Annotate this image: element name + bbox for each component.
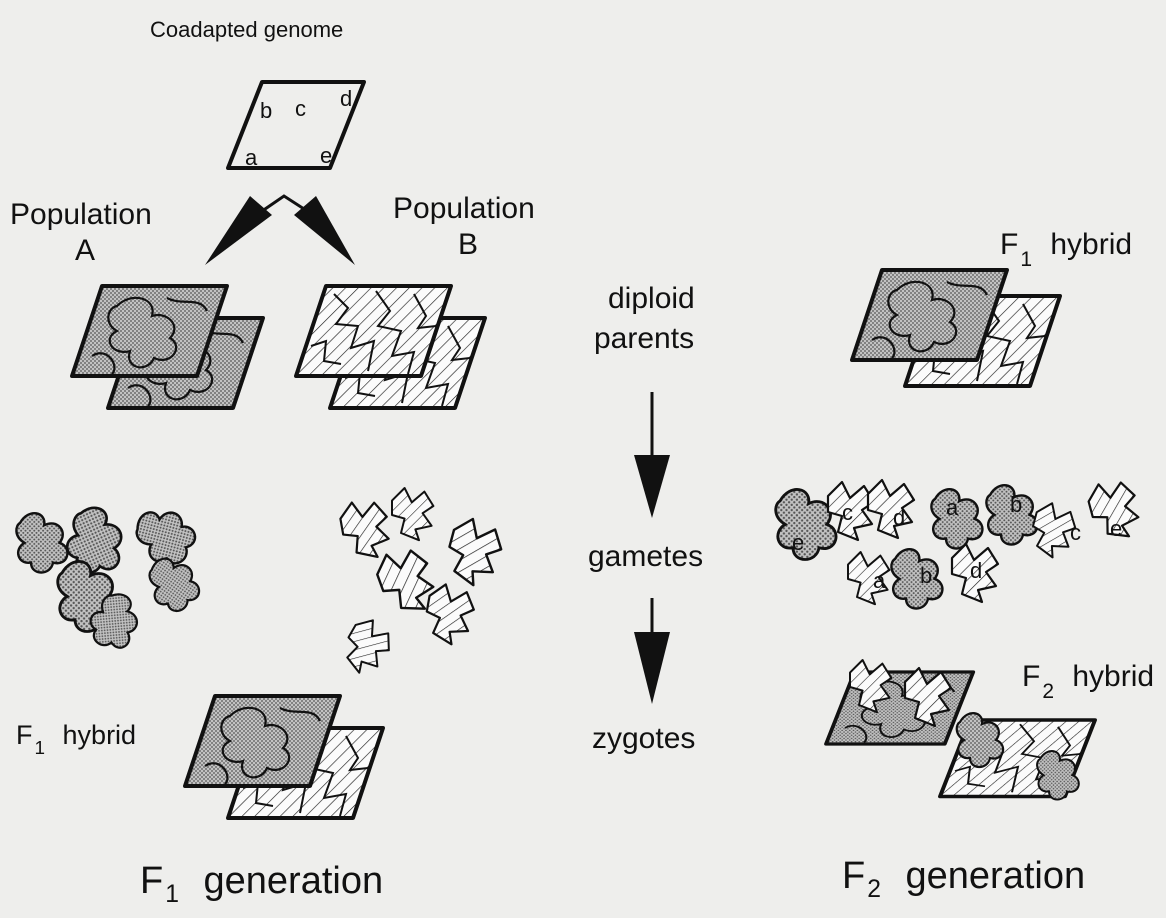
gamete-locus-b-1: b — [1010, 492, 1022, 518]
zygotes-label: zygotes — [592, 722, 695, 756]
f1-hybrid-genome-right — [852, 270, 1060, 386]
f1-hybrid-genome-left — [185, 696, 383, 818]
diploid-parents-line1: diploid — [608, 282, 695, 316]
coadapted-genome-title: Coadapted genome — [150, 17, 343, 43]
arrow-to-population-a — [205, 196, 272, 265]
gamete-locus-d-2: d — [970, 558, 982, 584]
recombinant-gametes — [776, 476, 1145, 608]
arrow-head-to-zygotes — [634, 632, 670, 704]
locus-d: d — [340, 86, 352, 112]
f2-hybrid-genome-2 — [940, 713, 1095, 799]
population-b-gametes — [336, 488, 507, 680]
gamete-locus-c-1: c — [842, 500, 853, 526]
gamete-locus-b-2: b — [920, 563, 932, 589]
gamete-locus-a-1: a — [946, 495, 958, 521]
locus-e: e — [320, 143, 332, 169]
population-a-label-line2: A — [75, 234, 95, 268]
gamete-locus-c-2: c — [1070, 520, 1081, 546]
gamete-locus-a-2: a — [873, 568, 885, 594]
locus-a: a — [245, 145, 257, 171]
population-a-gametes — [16, 497, 203, 657]
f2-hybrid-label: F2 hybrid — [1022, 660, 1154, 694]
f1-generation-label: F1 generation — [140, 860, 383, 903]
locus-c: c — [295, 96, 306, 122]
locus-b: b — [260, 98, 272, 124]
gamete-locus-e-1: e — [1110, 516, 1122, 542]
arrow-to-population-b — [294, 196, 355, 265]
f2-generation-label: F2 generation — [842, 855, 1085, 898]
population-b-label-line1: Population — [393, 192, 535, 226]
arrow-head-to-gametes — [634, 455, 670, 518]
population-b-label-line2: B — [458, 228, 478, 262]
gamete-locus-d-1: d — [893, 505, 905, 531]
diploid-parents-line2: parents — [594, 322, 694, 356]
f2-hybrid-genome-1 — [826, 660, 973, 744]
gamete-locus-e-2: e — [792, 530, 804, 556]
population-a-label-line1: Population — [10, 198, 152, 232]
gametes-label: gametes — [588, 540, 703, 574]
f1-hybrid-label-right: F1 hybrid — [1000, 228, 1132, 262]
